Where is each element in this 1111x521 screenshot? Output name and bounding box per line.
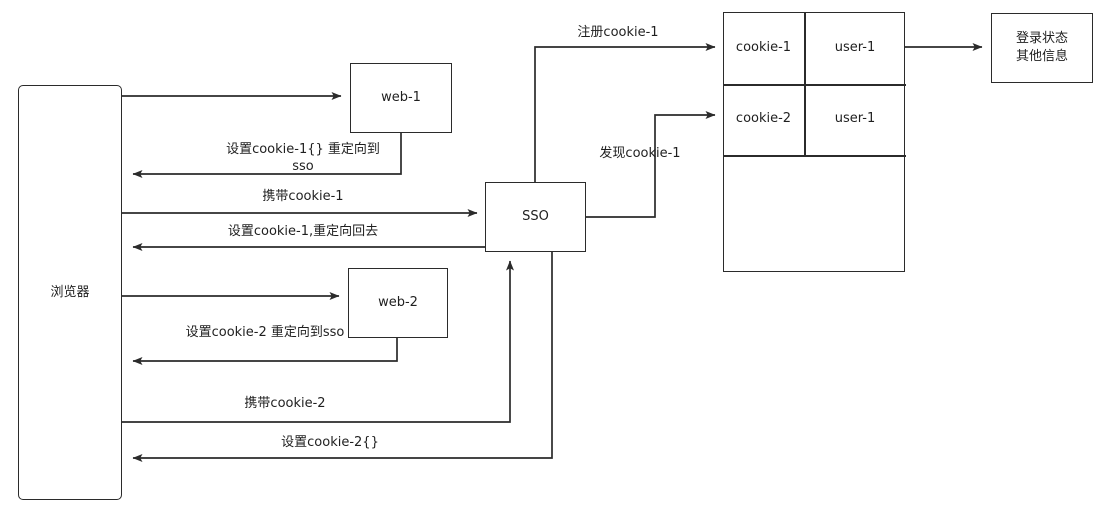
node-browser-label: 浏览器 [50, 284, 90, 300]
edge-web2-to-browser [132, 338, 398, 365]
node-web1-label: web-1 [381, 90, 421, 106]
edge-label-sso-to-browser-2: 设置cookie-2{} [281, 435, 379, 450]
table-cell-user: user-1 [834, 111, 876, 126]
edge-label-web1-to-browser: 设置cookie-1{} 重定向到 sso [226, 142, 380, 174]
edge-label-sso-to-table-row1: 注册cookie-1 [577, 25, 659, 40]
edge-label-sso-to-browser-1: 设置cookie-1,重定向回去 [227, 224, 379, 239]
edge-sso-to-table-row2 [586, 111, 716, 218]
node-login-status[interactable]: 登录状态 其他信息 [991, 13, 1093, 83]
edge-browser-to-sso-2 [122, 260, 514, 423]
edge-label-browser-to-sso-1: 携带cookie-1 [262, 189, 344, 204]
table-row-divider-1 [724, 84, 906, 86]
node-web1[interactable]: web-1 [350, 63, 452, 133]
edge-sso-to-table-row1 [534, 43, 716, 182]
table-cell-cookie: cookie-1 [735, 40, 792, 55]
table-row[interactable]: user-1 [805, 40, 905, 55]
table-row[interactable]: cookie-2 [723, 111, 804, 126]
edge-label-web2-to-browser: 设置cookie-2 重定向到sso [185, 325, 345, 340]
table-row[interactable]: user-1 [805, 111, 905, 126]
cookie-user-table[interactable] [723, 12, 906, 272]
table-cell-cookie: cookie-2 [735, 111, 792, 126]
node-browser[interactable]: 浏览器 [18, 85, 122, 500]
table-column-divider [804, 13, 806, 156]
node-web2[interactable]: web-2 [348, 268, 448, 338]
node-web2-label: web-2 [378, 295, 418, 311]
edge-label-sso-to-table-row2: 发现cookie-1 [599, 146, 681, 161]
table-row-divider-2 [724, 155, 906, 157]
node-sso-label: SSO [522, 209, 549, 225]
edge-sso-to-browser-2 [132, 252, 553, 462]
edge-web1-to-browser [132, 133, 402, 178]
node-login-status-label: 登录状态 其他信息 [1015, 31, 1068, 64]
table-row[interactable]: cookie-1 [723, 40, 804, 55]
node-sso[interactable]: SSO [485, 182, 586, 252]
table-cell-user: user-1 [834, 40, 876, 55]
edge-label-browser-to-sso-2: 携带cookie-2 [244, 396, 326, 411]
